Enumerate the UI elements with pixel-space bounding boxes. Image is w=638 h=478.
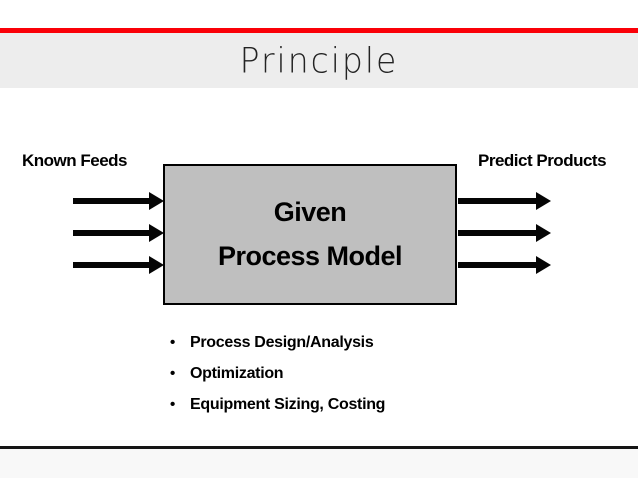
arrow-shaft (458, 230, 536, 236)
input-arrow-2 (73, 224, 164, 242)
predict-products-label: Predict Products (478, 151, 607, 170)
footer-band (0, 449, 638, 478)
arrow-shaft (73, 198, 149, 204)
input-arrow-3 (73, 256, 164, 274)
bullet-icon: • (170, 396, 175, 413)
top-red-divider (0, 28, 638, 33)
bullet-text: Process Design/Analysis (190, 334, 374, 351)
box-line-1: Given (273, 196, 347, 227)
bullet-text: Equipment Sizing, Costing (190, 396, 386, 413)
arrow-head-icon (536, 224, 551, 242)
process-model-box: Given Process Model (163, 164, 457, 305)
arrow-shaft (458, 198, 536, 204)
arrow-head-icon (536, 192, 551, 210)
arrow-head-icon (149, 192, 164, 210)
arrow-shaft (73, 230, 149, 236)
bullet-icon: • (170, 334, 175, 351)
known-feeds-label: Known Feeds (22, 151, 128, 170)
output-arrow-3 (458, 256, 551, 274)
list-item: • Equipment Sizing, Costing (170, 396, 385, 414)
list-item: • Optimization (170, 365, 385, 383)
bullet-list: • Process Design/Analysis • Optimization… (170, 334, 385, 427)
box-line-2: Process Model (217, 240, 403, 271)
bullet-icon: • (170, 365, 175, 382)
slide-title: Principle (239, 40, 399, 81)
arrow-head-icon (149, 256, 164, 274)
list-item: • Process Design/Analysis (170, 334, 385, 352)
arrow-head-icon (536, 256, 551, 274)
bottom-black-divider (0, 446, 638, 449)
arrow-head-icon (149, 224, 164, 242)
arrow-shaft (458, 262, 536, 268)
arrow-shaft (73, 262, 149, 268)
output-arrow-1 (458, 192, 551, 210)
bullet-text: Optimization (190, 365, 284, 382)
title-banner: Principle (0, 33, 638, 88)
input-arrow-1 (73, 192, 164, 210)
output-arrow-2 (458, 224, 551, 242)
